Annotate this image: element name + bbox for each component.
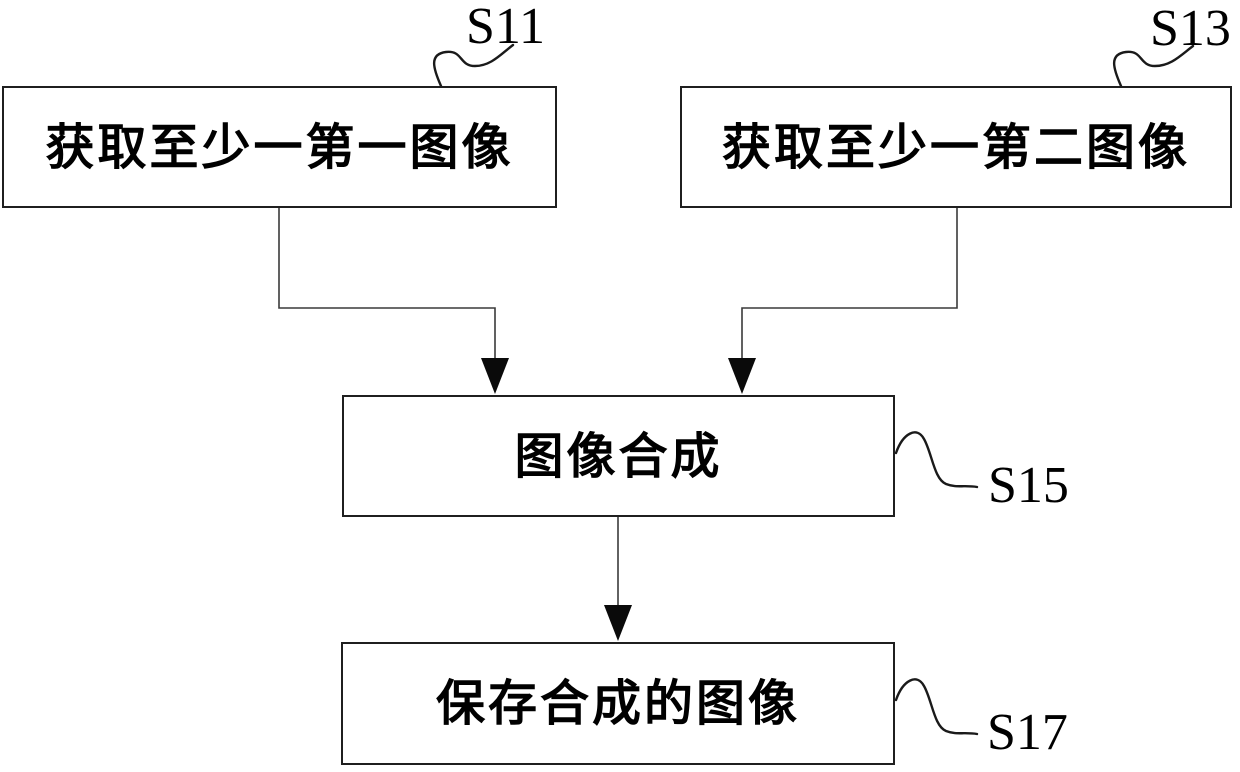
step-tag-s13: S13 <box>1150 0 1231 57</box>
node-save-composed-image-label: 保存合成的图像 <box>435 676 800 731</box>
arrowhead-s15-to-s17-icon <box>604 605 632 641</box>
node-acquire-first-image: 获取至少一第一图像 <box>2 86 557 208</box>
node-image-composition-label: 图像合成 <box>514 428 723 484</box>
leader-line-s11 <box>432 43 515 88</box>
arrowhead-s11-to-s15-icon <box>481 358 509 394</box>
node-acquire-second-image: 获取至少一第二图像 <box>680 86 1232 208</box>
connector-s13-to-s15 <box>741 208 958 360</box>
connector-s11-to-s15 <box>278 208 496 360</box>
step-tag-s15: S15 <box>988 457 1069 514</box>
leader-line-s17 <box>894 678 979 736</box>
node-image-composition: 图像合成 <box>342 395 895 517</box>
step-tag-s11: S11 <box>466 0 545 55</box>
leader-line-s15 <box>894 431 979 489</box>
node-save-composed-image: 保存合成的图像 <box>341 642 895 765</box>
arrowhead-s13-to-s15-icon <box>728 358 756 394</box>
step-tag-s17: S17 <box>987 704 1068 761</box>
node-acquire-second-image-label: 获取至少一第二图像 <box>721 119 1190 175</box>
node-acquire-first-image-label: 获取至少一第一图像 <box>45 119 514 175</box>
leader-line-s13 <box>1112 44 1195 88</box>
